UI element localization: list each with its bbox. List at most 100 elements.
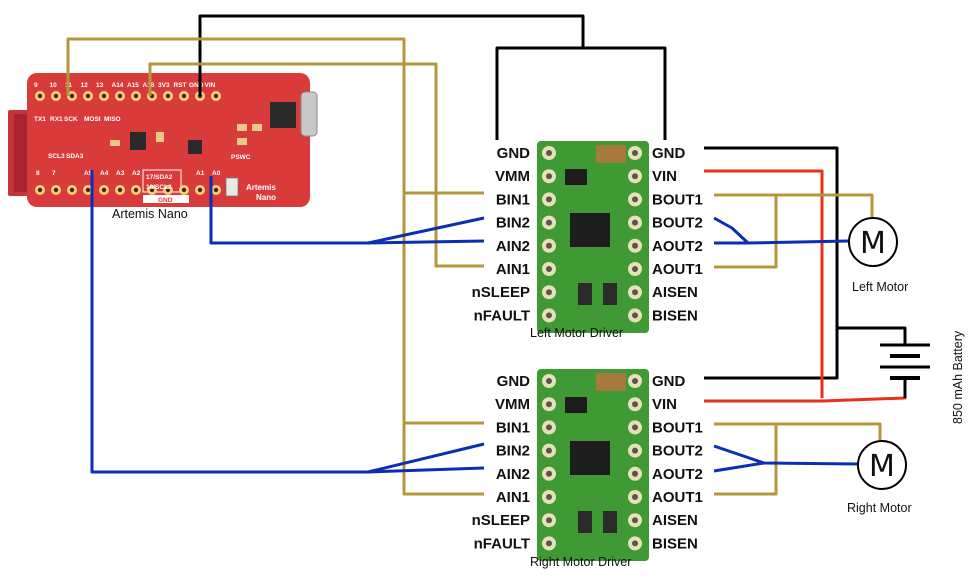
wire-vin-right-driver bbox=[704, 388, 907, 403]
driver-left-pin-label: nFAULT bbox=[474, 535, 530, 552]
driver-left-pin-label: GND bbox=[497, 145, 531, 162]
driver-capacitor bbox=[596, 145, 626, 163]
driver-left-pin-label: BIN1 bbox=[496, 419, 530, 436]
board-top-pin-label: 13 bbox=[96, 82, 104, 89]
board-pin-hole bbox=[181, 187, 187, 193]
board-pin-hole bbox=[197, 187, 203, 193]
driver-pin-hole bbox=[546, 470, 552, 477]
main-chip bbox=[270, 102, 296, 128]
driver-right-pin-label: AISEN bbox=[652, 512, 698, 529]
board-pin-hole bbox=[53, 93, 59, 99]
gnd-bar bbox=[143, 195, 189, 203]
driver-pin-hole bbox=[632, 378, 638, 384]
driver-pin-hole bbox=[546, 517, 552, 524]
capacitor bbox=[110, 140, 120, 146]
driver-left-pin-label: BIN1 bbox=[496, 191, 530, 208]
driver-right-pin-label: BOUT1 bbox=[652, 419, 703, 436]
wire-aout2-right bbox=[713, 461, 765, 473]
driver-pin-hole bbox=[632, 219, 638, 226]
driver-right-pin-label: VIN bbox=[652, 168, 677, 185]
board-pin-hole bbox=[37, 187, 43, 193]
board-top-pin-label: 3V3 bbox=[158, 82, 170, 89]
left-motor-circle bbox=[848, 217, 898, 267]
wire-bout1-right bbox=[714, 422, 882, 440]
driver-left-pin-label: GND bbox=[497, 373, 531, 390]
driver-left-pin-label: BIN2 bbox=[496, 215, 530, 232]
capacitor bbox=[156, 132, 164, 142]
board-pin-hole bbox=[37, 93, 43, 99]
driver-right-pin-label: BOUT1 bbox=[652, 191, 703, 208]
board-pin-hole bbox=[69, 93, 75, 99]
board-top-pin-label-2: TX1 bbox=[34, 116, 46, 123]
left-driver-caption: Left Motor Driver bbox=[530, 326, 623, 340]
wire-bout2-left bbox=[713, 216, 849, 245]
wire-bout1-left bbox=[714, 193, 874, 218]
driver-left-pin-label: BIN2 bbox=[496, 443, 530, 460]
driver-pin-hole bbox=[546, 196, 552, 203]
sda-scl-box bbox=[142, 169, 182, 193]
driver-left-pin-label: nFAULT bbox=[474, 307, 530, 324]
board-top-pin-label-2: MISO bbox=[104, 116, 121, 123]
board-top-pin-label: RST bbox=[174, 82, 187, 89]
driver-pin-hole bbox=[546, 424, 552, 431]
driver-right-pin-label: BISEN bbox=[652, 535, 698, 552]
board-pin-hole bbox=[85, 93, 91, 99]
capacitor bbox=[237, 124, 247, 131]
usb-connector-inner bbox=[14, 114, 28, 192]
capacitor bbox=[237, 138, 247, 145]
driver-right-pin-label: BISEN bbox=[652, 307, 698, 324]
driver-resistor bbox=[578, 283, 592, 305]
wire-bout2-right bbox=[713, 444, 859, 466]
board-pin-hole bbox=[101, 187, 107, 193]
battery-symbol bbox=[880, 328, 930, 398]
wire-aout1-right bbox=[714, 424, 778, 496]
board-name: Artemis Nano bbox=[112, 207, 188, 221]
driver-transistor bbox=[565, 397, 587, 413]
board-pin-hole bbox=[101, 93, 107, 99]
driver-pin-hole bbox=[632, 266, 638, 272]
board-top-pin-label: GND bbox=[189, 82, 204, 89]
board-pin-hole bbox=[213, 187, 219, 193]
board-bottom-pin-label: A2 bbox=[132, 170, 141, 177]
wire-aout1-left bbox=[714, 195, 778, 269]
board-bottom-pin-label: A4 bbox=[100, 170, 109, 177]
driver-pin-hole bbox=[546, 173, 552, 180]
board-pin-hole bbox=[165, 187, 171, 193]
board-bottom-pin-label: A5 bbox=[84, 170, 93, 177]
driver-pin-hole bbox=[632, 150, 638, 156]
driver-left-pin-label: AIN2 bbox=[496, 466, 530, 483]
board-body bbox=[27, 73, 310, 207]
driver-resistor bbox=[603, 511, 617, 533]
driver-resistor bbox=[578, 511, 592, 533]
board-top-pin-label: VIN bbox=[205, 82, 216, 89]
driver-pin-hole bbox=[632, 312, 638, 319]
driver-pin-hole bbox=[632, 517, 638, 524]
board-top-pin-label-2: MOSI bbox=[84, 116, 101, 123]
right-motor: M Right Motor bbox=[847, 440, 912, 515]
board-pin-hole bbox=[117, 93, 123, 99]
board-bottom-pin-label: A1 bbox=[196, 170, 205, 177]
board-side-label: SDA3 bbox=[66, 153, 84, 160]
driver-pin-hole bbox=[546, 219, 552, 226]
driver-left-pin-label: nSLEEP bbox=[472, 284, 530, 301]
wire-gnd-board bbox=[198, 14, 585, 96]
pswc-label: PSWC bbox=[231, 154, 251, 161]
left-motor: M Left Motor bbox=[848, 217, 908, 294]
usb-c-port bbox=[300, 91, 318, 137]
driver-right-pin-label: AISEN bbox=[652, 284, 698, 301]
wire-ain2-right bbox=[367, 466, 485, 474]
driver-pin-hole bbox=[546, 540, 552, 547]
driver-pin-hole bbox=[546, 401, 552, 408]
driver-pin-hole bbox=[546, 312, 552, 319]
driver-left-pin-label: AIN1 bbox=[496, 489, 530, 506]
driver-left-pin-label: AIN2 bbox=[496, 238, 530, 255]
driver-left-pin-label: VMM bbox=[495, 396, 530, 413]
board-top-pin-label: A14 bbox=[112, 82, 124, 89]
driver-capacitor bbox=[596, 373, 626, 391]
wire-gnd-right-driver-out bbox=[704, 328, 839, 380]
